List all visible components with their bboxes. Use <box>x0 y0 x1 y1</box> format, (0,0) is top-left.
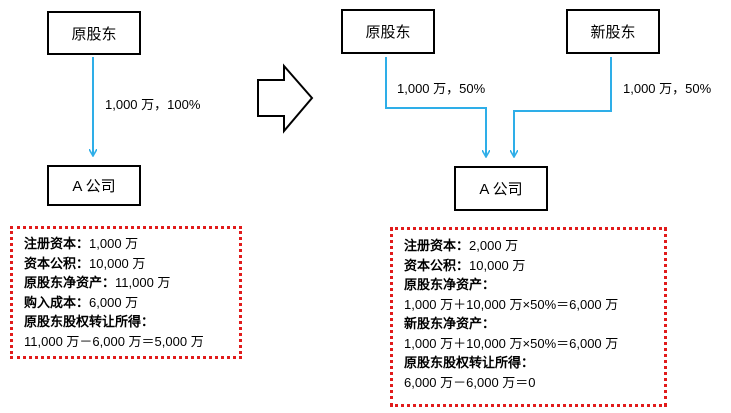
info-value: 11,000 万－6,000 万＝5,000 万 <box>24 333 204 349</box>
company-a-node-after: A 公司 <box>454 166 548 211</box>
info-box-before: 注册资本：1,000 万资本公积：10,000 万原股东净资产：11,000 万… <box>10 226 242 359</box>
info-value: 10,000 万 <box>469 257 526 273</box>
info-value: 1,000 万＋10,000 万×50%＝6,000 万 <box>404 335 619 351</box>
info-row: 原股东股权转让所得： <box>24 312 239 332</box>
info-value: 1,000 万 <box>89 236 139 251</box>
transition-arrow-icon <box>257 63 314 134</box>
info-row: 原股东股权转让所得： <box>404 353 664 373</box>
node-label: 原股东 <box>365 24 411 41</box>
info-value: 6,000 万－6,000 万＝0 <box>404 374 536 390</box>
info-label: 原股东股权转让所得： <box>404 355 535 370</box>
info-label: 原股东净资产： <box>404 277 496 292</box>
info-value: 1,000 万＋10,000 万×50%＝6,000 万 <box>404 296 619 312</box>
info-label: 原股东股权转让所得： <box>24 314 155 329</box>
info-label: 购入成本： <box>24 294 90 310</box>
info-row: 原股东净资产： <box>404 275 664 295</box>
info-label: 注册资本： <box>24 236 90 251</box>
node-label: A 公司 <box>479 181 523 198</box>
info-row: 新股东净资产： <box>404 314 664 334</box>
company-a-node-before: A 公司 <box>47 165 141 206</box>
ownership-arrow-new <box>514 57 612 156</box>
info-row: 6,000 万－6,000 万＝0 <box>404 373 664 393</box>
info-label: 原股东净资产： <box>24 275 116 290</box>
info-row: 注册资本：2,000 万 <box>404 236 664 256</box>
ownership-label-old: 1,000 万，50% <box>397 81 486 96</box>
info-box-after: 注册资本：2,000 万资本公积：10,000 万原股东净资产：1,000 万＋… <box>390 227 667 407</box>
new-shareholder-node: 新股东 <box>566 9 660 54</box>
info-row: 资本公积：10,000 万 <box>24 254 239 274</box>
node-label: 新股东 <box>590 24 636 41</box>
info-label: 新股东净资产： <box>404 316 496 331</box>
info-rows: 注册资本：1,000 万资本公积：10,000 万原股东净资产：11,000 万… <box>24 234 239 351</box>
info-rows: 注册资本：2,000 万资本公积：10,000 万原股东净资产：1,000 万＋… <box>404 236 664 392</box>
ownership-label-before: 1,000 万，100% <box>105 97 201 112</box>
original-shareholder-node-after: 原股东 <box>341 9 435 54</box>
ownership-label-new: 1,000 万，50% <box>623 81 712 96</box>
info-row: 1,000 万＋10,000 万×50%＝6,000 万 <box>404 295 664 315</box>
info-label: 资本公积： <box>404 257 470 273</box>
info-row: 注册资本：1,000 万 <box>24 234 239 254</box>
info-row: 11,000 万－6,000 万＝5,000 万 <box>24 332 239 352</box>
info-value: 11,000 万 <box>115 275 171 290</box>
node-label: A 公司 <box>72 178 116 195</box>
info-value: 2,000 万 <box>469 238 519 253</box>
info-row: 1,000 万＋10,000 万×50%＝6,000 万 <box>404 334 664 354</box>
info-label: 注册资本： <box>404 238 470 253</box>
original-shareholder-node: 原股东 <box>47 11 141 55</box>
node-label: 原股东 <box>71 25 117 43</box>
info-row: 原股东净资产：11,000 万 <box>24 273 239 293</box>
info-value: 6,000 万 <box>89 294 139 310</box>
info-value: 10,000 万 <box>89 255 146 271</box>
info-row: 购入成本：6,000 万 <box>24 293 239 313</box>
ownership-arrow-old <box>385 57 486 156</box>
info-row: 资本公积：10,000 万 <box>404 256 664 276</box>
info-label: 资本公积： <box>24 255 90 271</box>
